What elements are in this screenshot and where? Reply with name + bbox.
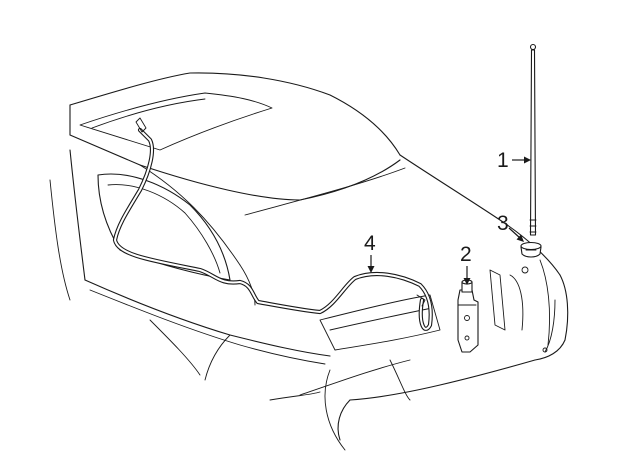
callout-1: 1 — [497, 149, 531, 172]
antenna-cable — [112, 117, 433, 331]
callout-label: 3 — [497, 212, 509, 235]
antenna-base — [520, 241, 542, 258]
antenna-bracket — [457, 279, 479, 353]
callout-3: 3 — [497, 212, 524, 242]
callout-label: 1 — [497, 149, 509, 172]
callout-4: 4 — [364, 232, 376, 273]
callout-2: 2 — [460, 243, 472, 285]
antenna-mast — [529, 43, 537, 236]
callout-label: 2 — [460, 243, 472, 266]
callout-label: 4 — [364, 232, 376, 255]
car-body — [49, 72, 569, 451]
